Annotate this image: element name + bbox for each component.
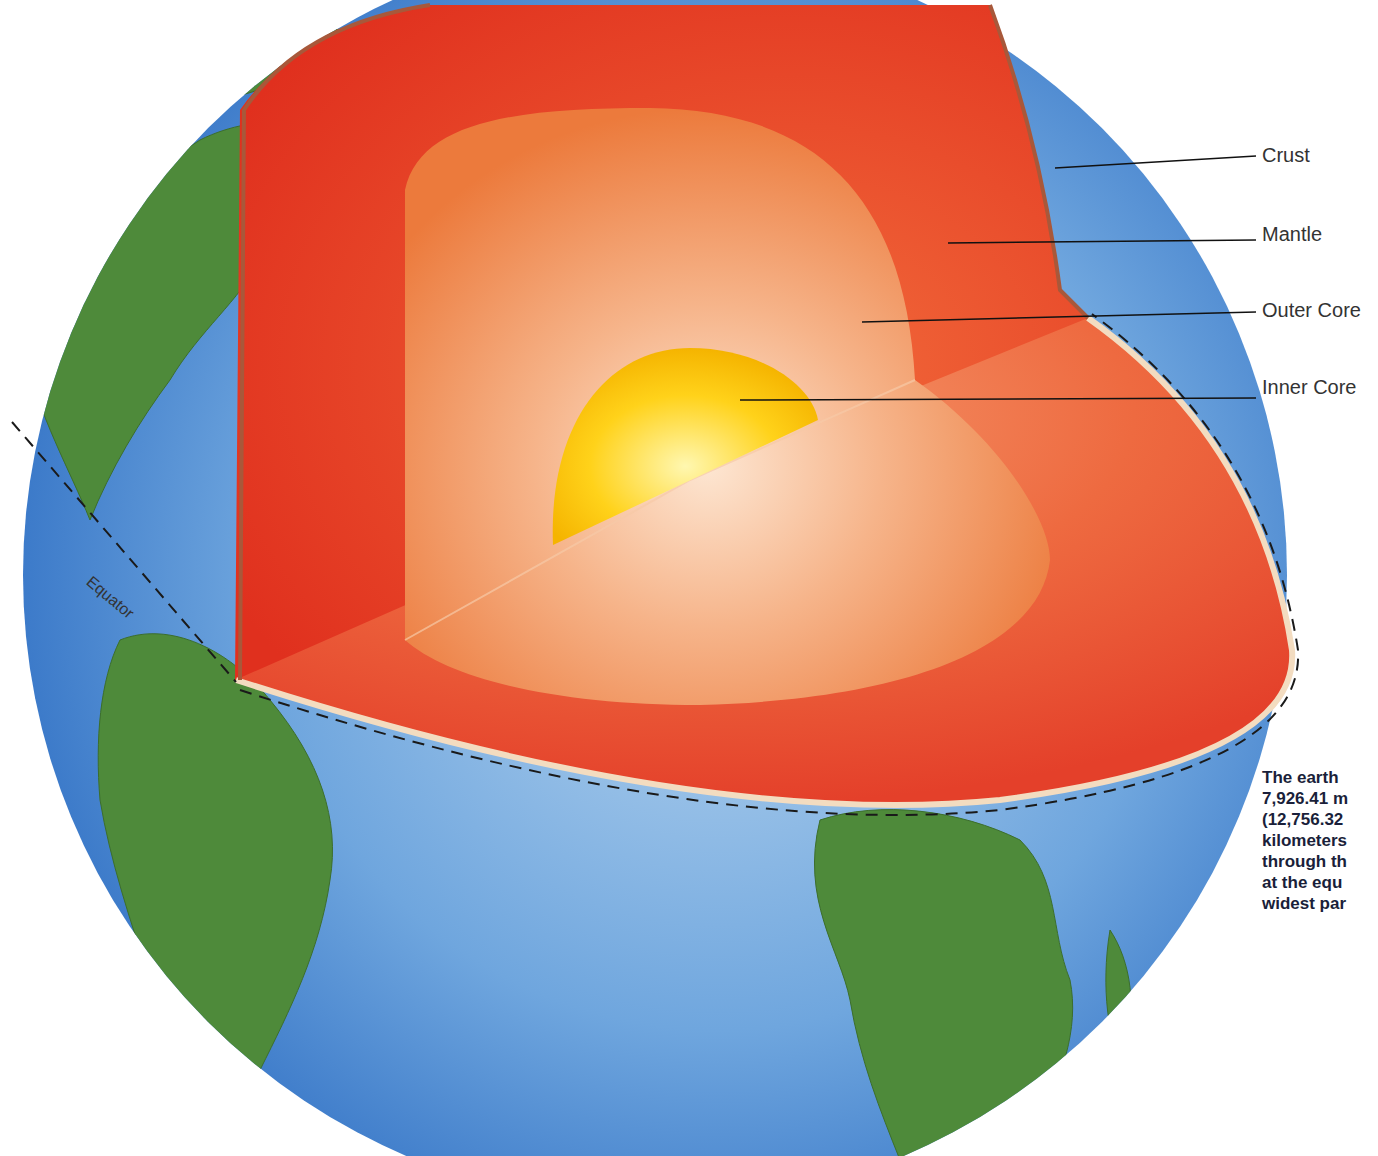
layer-label: Crust [1262, 143, 1310, 167]
equator-label: Equator [83, 572, 138, 623]
inner-core [553, 348, 818, 545]
equator-line [240, 314, 1298, 815]
caption: The earth 7,926.41 m (12,756.32 kilomete… [1262, 767, 1358, 914]
outer-core [405, 108, 1050, 705]
leader-lines [740, 156, 1256, 400]
mantle-cut [235, 5, 1292, 805]
equator-line [12, 422, 236, 682]
layer-label: Mantle [1262, 222, 1322, 246]
layer-label: Outer Core [1262, 298, 1361, 322]
layer-label: Inner Core [1262, 375, 1357, 399]
